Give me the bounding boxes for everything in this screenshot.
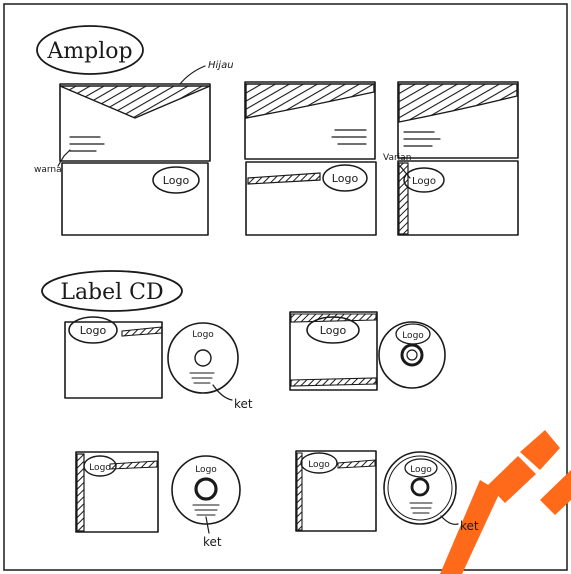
logo-text: Logo <box>402 331 424 341</box>
logo-text: Logo <box>195 465 217 475</box>
envelope-sketch-2: Logo <box>245 82 376 235</box>
hijau-label: Hijau <box>208 60 234 71</box>
cd-case-sketch-3: Logo <box>76 452 158 532</box>
envelope-sketch-1: Logo <box>60 84 210 235</box>
envelope-sketch-3: Logo <box>398 82 518 235</box>
cd-case-sketch-2: Logo <box>290 312 377 390</box>
cd-disc-sketch-1: Logo ket <box>168 323 253 411</box>
watermark <box>440 430 571 574</box>
cd-case-sketch-4: Logo <box>296 451 376 531</box>
logo-text: Logo <box>412 176 436 187</box>
cd-disc-sketch-3: Logo ket <box>172 456 240 549</box>
varian-label: Varian <box>383 153 411 163</box>
cd-title-text: Label CD <box>60 280 163 305</box>
cd-disc-sketch-2: Logo <box>379 322 445 388</box>
logo-text: Logo <box>332 172 359 185</box>
ket-label: ket <box>203 535 222 549</box>
warna-label: warna <box>34 165 62 175</box>
ket-label: ket <box>234 397 253 411</box>
logo-text: Logo <box>192 330 214 340</box>
envelope-title-text: Amplop <box>46 39 132 64</box>
logo-text: Logo <box>308 460 330 470</box>
logo-text: Logo <box>320 324 347 337</box>
hijau-annotation: Hijau <box>180 60 234 84</box>
cd-disc-sketch-4: Logo ket <box>384 452 479 533</box>
logo-text: Logo <box>163 174 190 187</box>
cd-case-sketch-1: Logo <box>65 317 162 398</box>
logo-text: Logo <box>89 463 111 473</box>
logo-text: Logo <box>410 465 432 475</box>
ket-label: ket <box>460 519 479 533</box>
cd-section-title: Label CD <box>42 271 182 311</box>
logo-text: Logo <box>80 324 107 337</box>
envelope-section-title: Amplop <box>37 26 143 74</box>
